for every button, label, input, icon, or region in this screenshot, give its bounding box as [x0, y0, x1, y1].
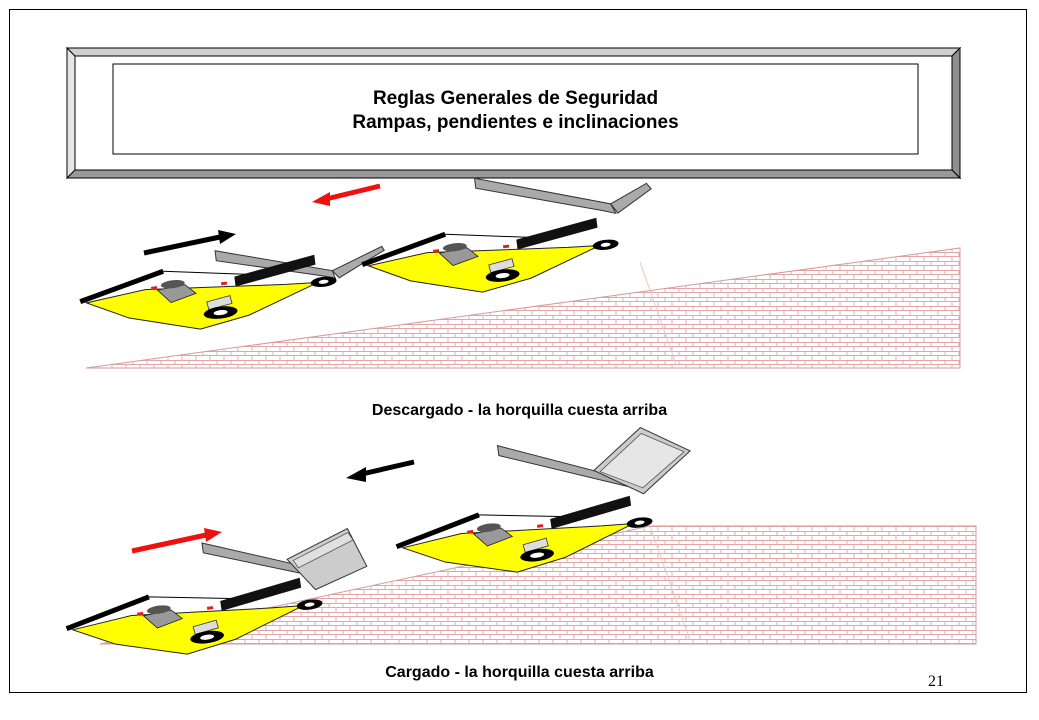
arrow-black-down-left-bottom — [346, 459, 415, 482]
title-line-1: Reglas Generales de Seguridad — [372, 88, 659, 109]
ramp-top — [85, 247, 961, 369]
slide-title: Reglas Generales de Seguridad Rampas, pe… — [113, 87, 918, 135]
forklift-bottom-left — [57, 527, 368, 671]
title-line-2: Rampas, pendientes e inclinaciones — [352, 112, 679, 133]
caption-unloaded: Descargado - la horquilla cuesta arriba — [371, 402, 668, 419]
caption-loaded: Cargado - la horquilla cuesta arriba — [385, 664, 654, 681]
arrow-red-down-left-top — [312, 183, 381, 206]
arrow-black-up-right-top — [143, 230, 236, 256]
forklift-top-right — [353, 177, 652, 306]
forklift-top-left — [76, 245, 385, 343]
page-number: 21 — [928, 673, 944, 690]
arrow-red-up-right-bottom — [131, 528, 222, 554]
forklift-bottom-right — [385, 426, 691, 588]
title-box — [65, 46, 962, 180]
